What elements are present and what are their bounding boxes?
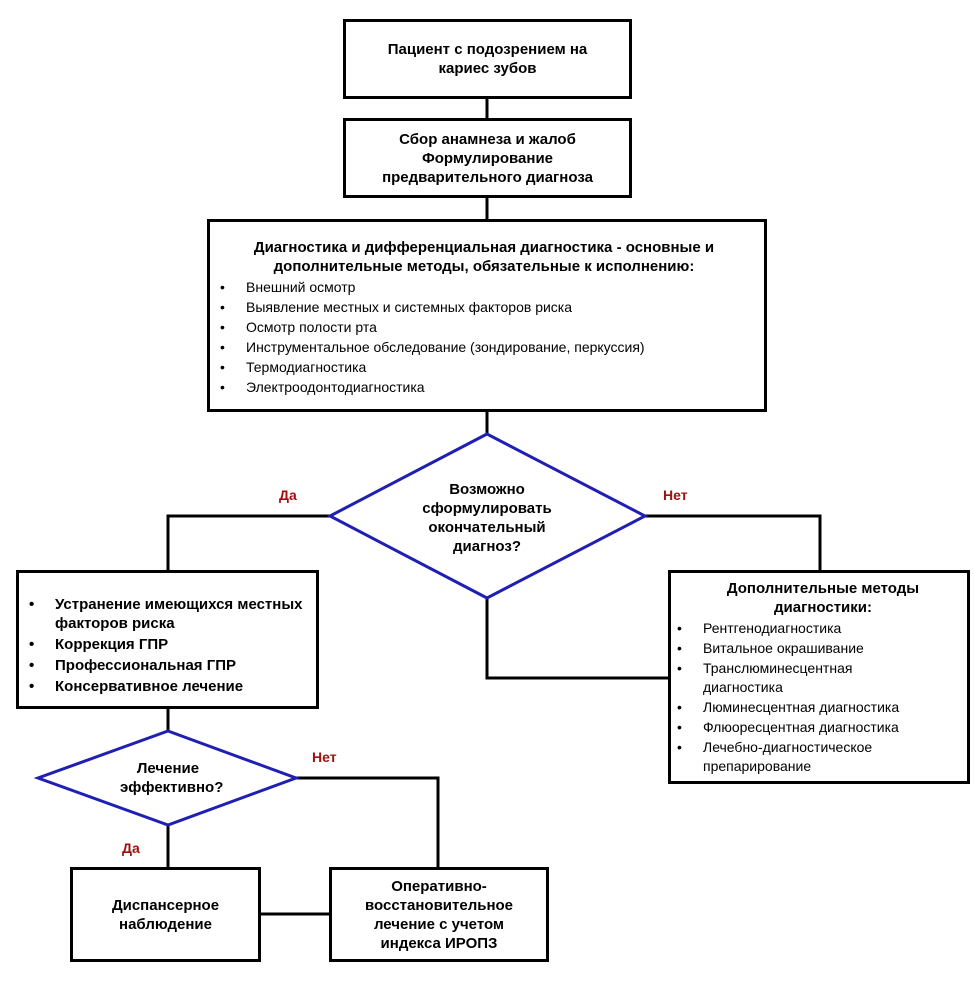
- surgery-box: Оперативно-восстановительное лечение с у…: [329, 867, 549, 962]
- list-item: Лечебно-диагностическое препарирование: [671, 738, 961, 776]
- connector-decision-additional-return: [485, 598, 668, 680]
- decision-diagnosis-diamond: [326, 432, 649, 600]
- connector-effective-no-surgery: [296, 776, 440, 867]
- decision-effective-diamond: [33, 729, 301, 827]
- yes-label: Да: [122, 840, 140, 856]
- treatment-list: Устранение имеющихся местных факторов ри…: [23, 595, 310, 696]
- surgery-text: Оперативно-восстановительное лечение с у…: [364, 877, 514, 952]
- list-item: Люминесцентная диагностика: [671, 698, 961, 717]
- list-item: Термодиагностика: [214, 358, 754, 377]
- list-item: Устранение имеющихся местных факторов ри…: [23, 595, 310, 633]
- decision-effective-text: Лечение эффективно?: [120, 760, 224, 796]
- additional-title: Дополнительные методы диагностики:: [726, 580, 920, 616]
- anamnesis-box: Сбор анамнеза и жалоб Формулирование пре…: [343, 118, 632, 198]
- diagnostics-list: Внешний осмотр Выявление местных и систе…: [214, 278, 754, 397]
- anamnesis-line: предварительного диагноза: [382, 168, 593, 186]
- treatment-box: Устранение имеющихся местных факторов ри…: [16, 570, 319, 709]
- start-text: Пациент с подозрением на кариес зубов: [387, 41, 588, 77]
- list-item: Инструментальное обследование (зондирова…: [214, 338, 754, 357]
- list-item: Внешний осмотр: [214, 278, 754, 297]
- list-item: Витальное окрашивание: [671, 639, 961, 658]
- list-item: Консервативное лечение: [23, 677, 310, 696]
- list-item: Профессиональная ГПР: [23, 656, 310, 675]
- list-item: Транслюминесцентная диагностика: [671, 659, 961, 697]
- no-label: Нет: [312, 749, 337, 765]
- anamnesis-line: Сбор анамнеза и жалоб: [399, 130, 576, 148]
- yes-label: Да: [279, 487, 297, 503]
- dispensary-text: Диспансерное наблюдение: [111, 896, 220, 933]
- additional-list: Рентгенодиагностика Витальное окрашивани…: [671, 619, 961, 776]
- connector-no-additional: [645, 514, 822, 570]
- list-item: Коррекция ГПР: [23, 635, 310, 654]
- list-item: Электроодонтодиагностика: [214, 378, 754, 397]
- no-label: Нет: [663, 487, 688, 503]
- dispensary-box: Диспансерное наблюдение: [70, 867, 261, 962]
- diagnostics-title: Диагностика и дифференциальная диагности…: [253, 239, 715, 275]
- diagnostics-box: Диагностика и дифференциальная диагности…: [207, 219, 767, 412]
- list-item: Осмотр полости рта: [214, 318, 754, 337]
- list-item: Выявление местных и системных факторов р…: [214, 298, 754, 317]
- list-item: Флюоресцентная диагностика: [671, 718, 961, 737]
- decision-diagnosis-text: Возможно сформулировать окончательный ди…: [422, 481, 552, 555]
- additional-methods-box: Дополнительные методы диагностики: Рентг…: [668, 570, 970, 784]
- connector-yes-treatment: [166, 514, 330, 570]
- list-item: Рентгенодиагностика: [671, 619, 961, 638]
- start-box: Пациент с подозрением на кариес зубов: [343, 19, 632, 99]
- anamnesis-line: Формулирование: [421, 149, 554, 167]
